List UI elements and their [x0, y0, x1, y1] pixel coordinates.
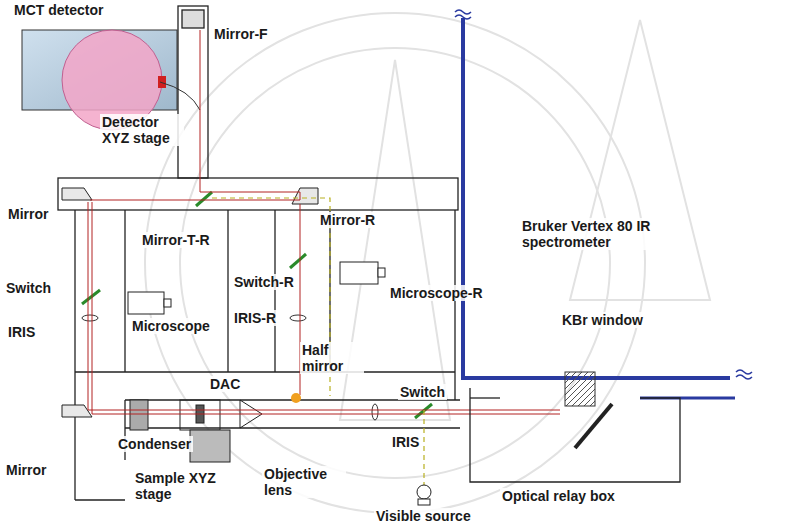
watermark — [145, 13, 710, 513]
part-label: Objective lens — [262, 466, 346, 498]
kbr-window — [565, 372, 595, 406]
part-label: Mirror — [6, 206, 50, 222]
break-marks — [455, 10, 752, 379]
part-label: IRIS-R — [232, 310, 278, 326]
part-label: MCT detector — [12, 2, 105, 18]
part-label: Visible source — [374, 508, 473, 524]
mirror-f-tube — [178, 6, 208, 178]
ir-beam — [88, 30, 560, 414]
switch-mirrors — [82, 192, 432, 418]
part-label: Microscope — [130, 318, 212, 334]
part-label: Switch-R — [232, 274, 296, 290]
iris-symbols — [82, 315, 378, 420]
part-label: Switch — [398, 384, 447, 400]
part-label: Microscope-R — [388, 285, 485, 301]
part-label: Detector XYZ stage — [100, 114, 184, 146]
visible-source — [417, 485, 431, 505]
part-label: Switch — [4, 280, 53, 296]
part-label: Sample XYZ stage — [133, 470, 227, 502]
visible-beam — [212, 198, 424, 488]
part-label: IRIS — [6, 324, 37, 340]
part-label: Half mirror — [300, 342, 364, 374]
half-mirror — [291, 393, 301, 403]
part-label: DAC — [208, 376, 242, 392]
part-label: Condenser — [116, 436, 193, 452]
main-frame — [58, 178, 460, 500]
sample-parts — [130, 400, 262, 462]
optical-relay-box — [470, 388, 680, 482]
part-label: Mirror — [4, 462, 48, 478]
part-label: Bruker Vertex 80 IR spectrometer — [520, 218, 664, 250]
part-label: KBr window — [560, 312, 645, 328]
part-label: Mirror-T-R — [140, 232, 212, 248]
spectrometer-beam — [463, 18, 735, 398]
part-label: Mirror-F — [212, 26, 270, 42]
corner-mirrors — [62, 188, 318, 417]
microscope-symbols — [128, 262, 385, 314]
part-label: IRIS — [390, 434, 421, 450]
part-label: Mirror-R — [318, 212, 377, 228]
part-label: Optical relay box — [500, 488, 617, 504]
